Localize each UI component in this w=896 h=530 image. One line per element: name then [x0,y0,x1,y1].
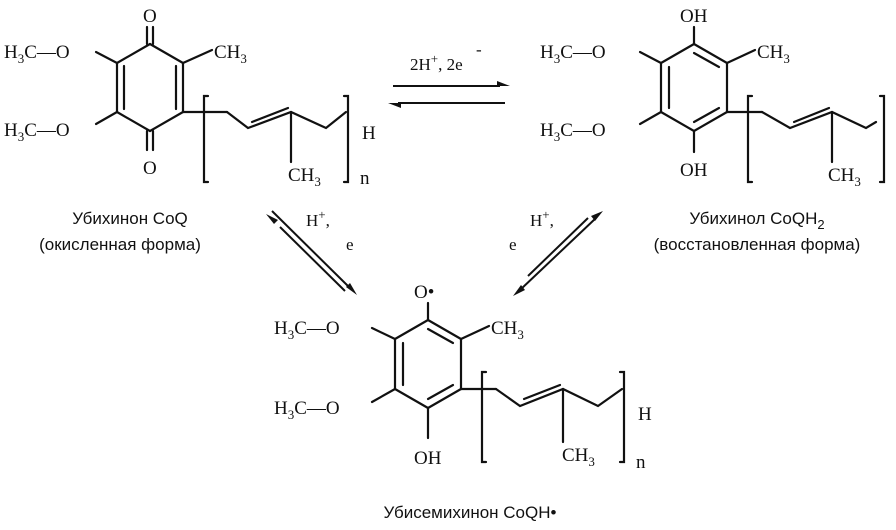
semiquinone-chain-methyl: CH3 [562,445,595,469]
semiquinone-methoxy-top: H3C—O [274,318,340,342]
ubiquinone-repeat-index: n [360,168,370,189]
semiquinone-methyl: CH3 [491,318,524,342]
equilibrium-arrow-left [266,210,357,295]
equilibrium-arrow-right [513,211,603,296]
left-arrow-label-1: H+, [306,207,330,230]
ubiquinone-top-oxygen: O [143,6,157,27]
ubiquinol-form: (восстановленная форма) [654,235,861,254]
ubiquinone-name: Убихинон CoQ [72,209,188,228]
semiquinone-repeat-index: n [636,452,646,473]
left-arrow-label-2: e [346,235,354,254]
semiquinone-methoxy-bottom: H3C—O [274,398,340,422]
equilibrium-arrow-top [388,81,510,108]
ubiquinone-methoxy-bottom: H3C—O [4,120,70,144]
ubiquinol-chain-methyl: CH3 [828,165,861,189]
ubiquinol-methoxy-bottom: H3C—O [540,120,606,144]
ubiquinone-chain-end: H [362,123,376,144]
ubiquinol-methyl: CH3 [757,42,790,66]
ubiquinone-bottom-oxygen: O [143,158,157,179]
ubiquinol-structure: OH OH CH3 H3C—O H3C—O CH3 [540,6,886,189]
ubiquinone-structure: O O CH3 H3C—O H3C—O CH3 H n [4,6,376,189]
ubiquinol-bottom-oh: OH [680,160,708,181]
semiquinone-name: Убисемихинон CoQH• [384,503,557,522]
right-arrow-label-1: H+, [530,207,554,230]
ubiquinol-methoxy-top: H3C—O [540,42,606,66]
right-arrow-label-2: e [509,235,517,254]
semiquinone-chain-end: H [638,404,652,425]
ubiquinone-form: (окисленная форма) [39,235,201,254]
semiquinone-bottom-oh: OH [414,448,442,469]
top-arrow-minus: - [476,40,482,59]
ubiquinol-name: Убихинол CoQH2 [689,209,824,232]
ubiquinone-methoxy-top: H3C—O [4,42,70,66]
ubiquinone-chain-methyl: CH3 [288,165,321,189]
semiquinone-top-oxygen: O• [414,282,434,303]
top-arrow-label: 2H+, 2e [410,51,463,74]
ubiquinone-methyl: CH3 [214,42,247,66]
ubiquinol-top-oh: OH [680,6,708,27]
semiquinone-structure: O• OH CH3 H3C—O H3C—O CH3 H n [274,282,652,473]
